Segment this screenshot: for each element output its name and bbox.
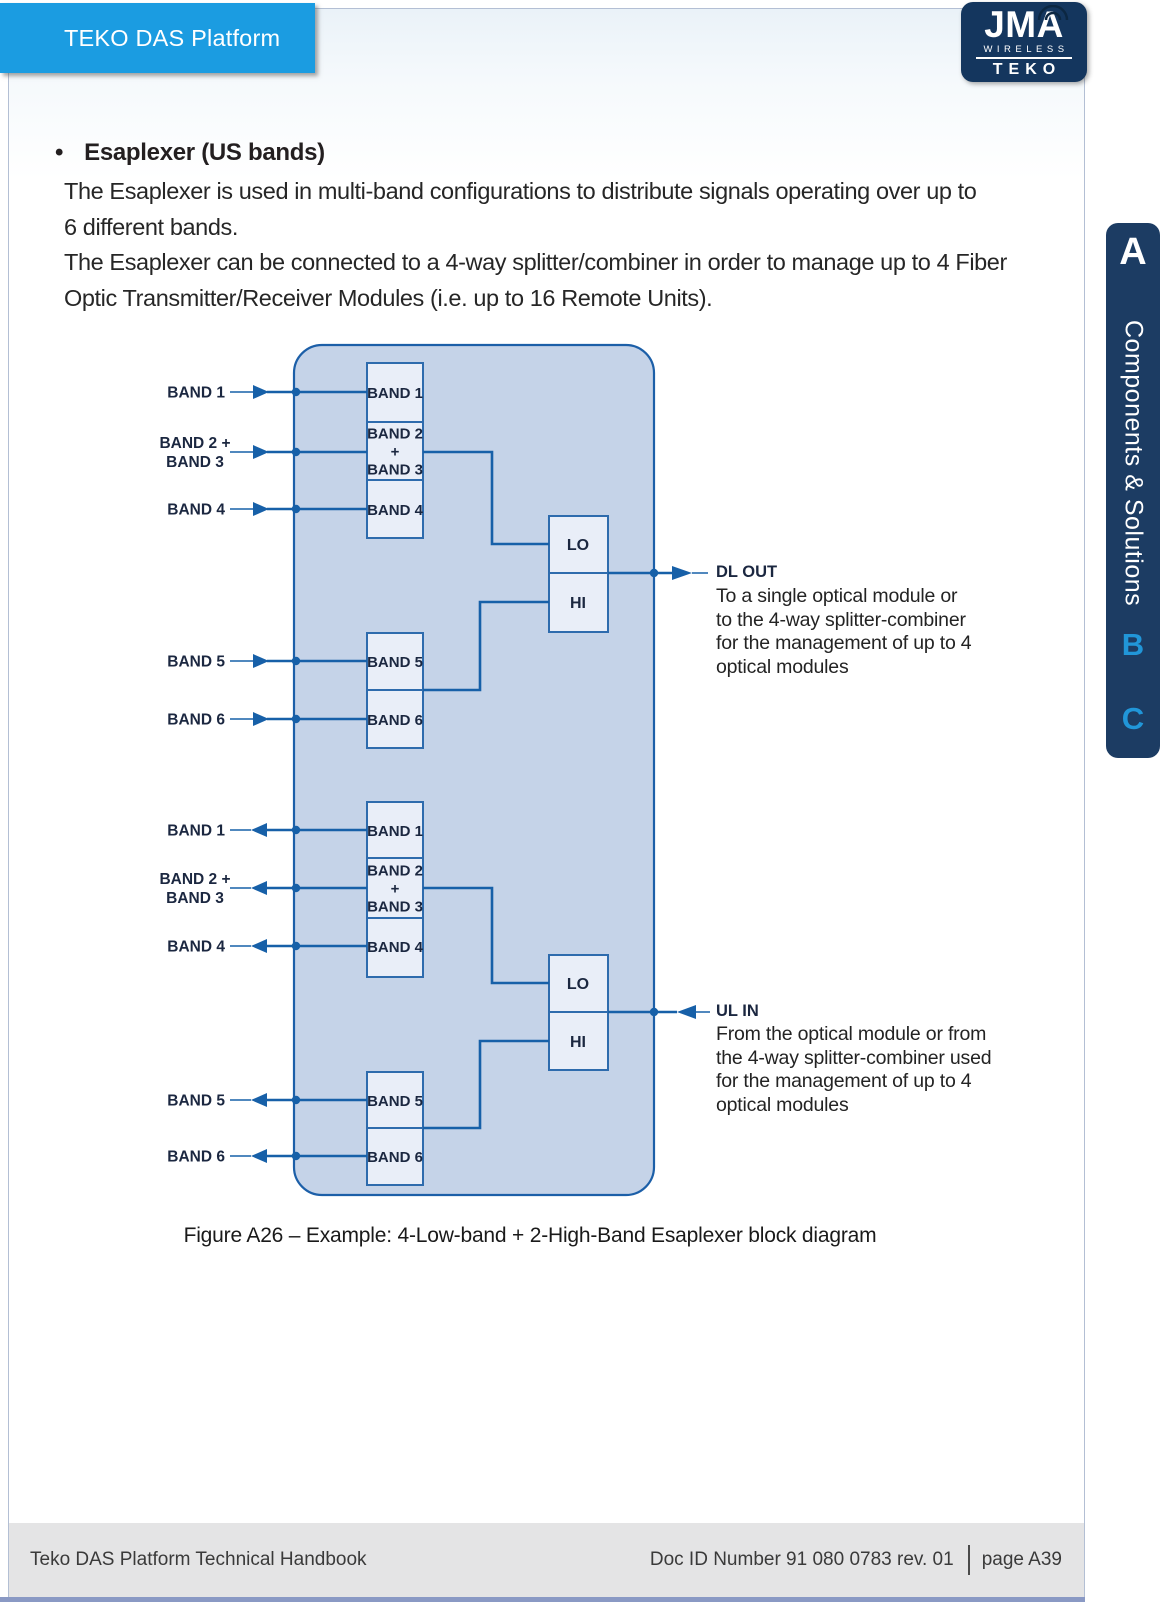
dl-input-lines <box>230 385 367 726</box>
svg-text:BAND 1: BAND 1 <box>167 385 225 402</box>
page-footer: Teko DAS Platform Technical Handbook Doc… <box>9 1523 1084 1597</box>
page-title-bar: TEKO DAS Platform <box>0 3 315 73</box>
ul-output-lines <box>230 823 367 1163</box>
body-paragraph: The Esaplexer is used in multi-band conf… <box>64 178 1007 311</box>
footer-separator <box>967 1545 970 1575</box>
ul-filter-stack <box>366 801 609 1186</box>
svg-text:BAND 4: BAND 4 <box>367 502 423 519</box>
svg-text:BAND 2: BAND 2 <box>367 863 423 880</box>
logo-teko-text: TEKO <box>992 61 1062 78</box>
dl-out-description: To a single optical module or to the 4-w… <box>716 585 972 678</box>
logo-wireless-text: WIRELESS <box>983 44 1069 55</box>
internal-connections <box>423 450 549 1130</box>
svg-text:BAND 6: BAND 6 <box>167 1149 225 1166</box>
svg-text:BAND 2 +: BAND 2 + <box>159 871 230 888</box>
section-tab: A Components & Solutions B C <box>1106 223 1160 758</box>
svg-text:HI: HI <box>570 1034 586 1051</box>
jma-teko-logo: JMA WIRELESS TEKO <box>961 2 1087 82</box>
logo-divider <box>976 57 1072 59</box>
section-heading-text: Esaplexer (US bands) <box>84 139 325 166</box>
ul-output-labels: BAND 1 BAND 2 + BAND 3 BAND 4 BAND 5 BAN… <box>159 823 230 1166</box>
footer-handbook-title: Teko DAS Platform Technical Handbook <box>30 1549 367 1570</box>
svg-text:BAND 6: BAND 6 <box>367 1149 423 1166</box>
svg-text:BAND 6: BAND 6 <box>367 712 423 729</box>
svg-text:BAND 5: BAND 5 <box>367 1093 423 1110</box>
svg-text:+: + <box>391 881 400 898</box>
svg-text:BAND 3: BAND 3 <box>166 890 224 907</box>
page-title: TEKO DAS Platform <box>64 25 281 51</box>
footer-page-number: page A39 <box>981 1549 1062 1570</box>
ul-in-description: From the optical module or from the 4-wa… <box>716 1023 992 1116</box>
svg-text:BAND 1: BAND 1 <box>167 823 225 840</box>
footer-doc-id: Doc ID Number 91 080 0783 rev. 01 <box>649 1549 954 1570</box>
dl-filter-box-labels: BAND 1 BAND 2 + BAND 3 BAND 4 BAND 5 BAN… <box>367 385 589 729</box>
dl-input-labels: BAND 1 BAND 2 + BAND 3 BAND 4 BAND 5 BAN… <box>159 385 230 729</box>
dl-out-label: DL OUT <box>716 563 778 581</box>
logo-jma-text: JMA <box>984 4 1064 45</box>
svg-text:LO: LO <box>567 976 589 993</box>
section-c-letter: C <box>1121 701 1145 736</box>
footer-right-group: Doc ID Number 91 080 0783 rev. 01 page A… <box>650 1523 1062 1597</box>
svg-text:BAND 4: BAND 4 <box>167 939 225 956</box>
section-a-letter: A <box>1119 231 1147 273</box>
esaplexer-block-diagram: BAND 1 BAND 2 + BAND 3 BAND 4 BAND 5 BAN… <box>159 343 710 1197</box>
svg-text:+: + <box>391 444 400 461</box>
svg-text:BAND 5: BAND 5 <box>167 1093 225 1110</box>
dl-out-line <box>608 566 708 580</box>
svg-text:BAND 1: BAND 1 <box>367 385 423 402</box>
section-b-letter: B <box>1121 627 1145 662</box>
svg-text:BAND 3: BAND 3 <box>367 899 423 916</box>
svg-text:BAND 6: BAND 6 <box>167 712 225 729</box>
svg-text:BAND 3: BAND 3 <box>166 454 224 471</box>
svg-text:BAND 4: BAND 4 <box>167 502 225 519</box>
signal-arcs-icon <box>1037 5 1069 21</box>
ul-filter-box-labels: BAND 1 BAND 2 + BAND 3 BAND 4 BAND 5 BAN… <box>367 823 589 1166</box>
bullet: • <box>55 139 64 166</box>
svg-text:HI: HI <box>570 595 586 612</box>
ul-in-line <box>608 1005 710 1019</box>
figure-caption: Figure A26 – Example: 4-Low-band + 2-Hig… <box>183 1224 877 1247</box>
svg-text:LO: LO <box>567 537 589 554</box>
svg-text:BAND 4: BAND 4 <box>367 939 423 956</box>
section-tab-label: Components & Solutions <box>1119 319 1148 607</box>
svg-text:BAND 2 +: BAND 2 + <box>159 435 230 452</box>
ul-in-label: UL IN <box>716 1002 759 1020</box>
svg-text:BAND 1: BAND 1 <box>367 823 423 840</box>
svg-text:BAND 2: BAND 2 <box>367 426 423 443</box>
svg-text:BAND 5: BAND 5 <box>367 654 423 671</box>
page-bottom-rule <box>0 1597 1085 1602</box>
svg-text:BAND 5: BAND 5 <box>167 654 225 671</box>
section-heading: • Esaplexer (US bands) <box>55 139 325 167</box>
svg-text:BAND 3: BAND 3 <box>367 462 423 479</box>
